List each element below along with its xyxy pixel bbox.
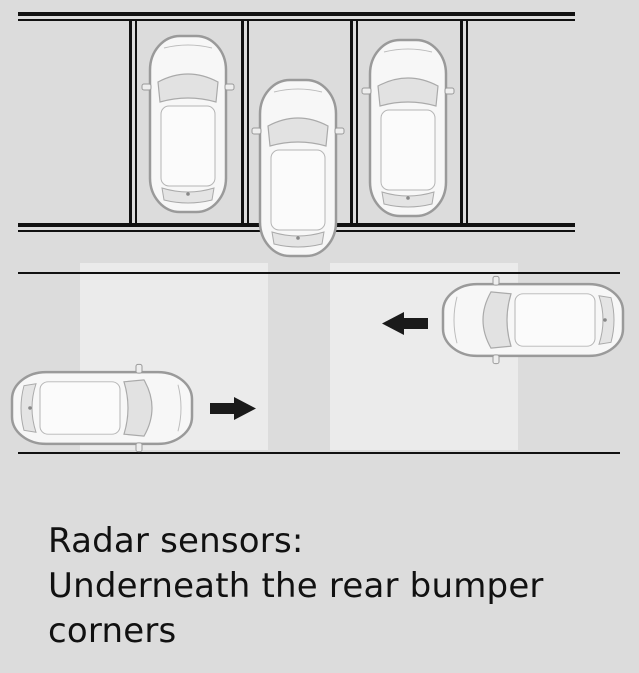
caption-line-2: Underneath the rear bumper [48, 566, 544, 606]
arrow-right-icon [210, 397, 256, 420]
parked-car-left [140, 34, 236, 214]
approaching-car-right [441, 275, 625, 365]
road-lines [18, 272, 620, 454]
caption-line-1: Radar sensors: [48, 521, 304, 561]
approaching-car-left [10, 363, 194, 453]
caption-line-3: corners [48, 611, 177, 651]
arrow-left-icon [382, 312, 428, 335]
caption: Radar sensors: Underneath the rear bumpe… [48, 519, 618, 654]
reversing-car [250, 78, 346, 258]
parking-lot-diagram [10, 12, 625, 454]
parked-car-right [360, 38, 456, 218]
